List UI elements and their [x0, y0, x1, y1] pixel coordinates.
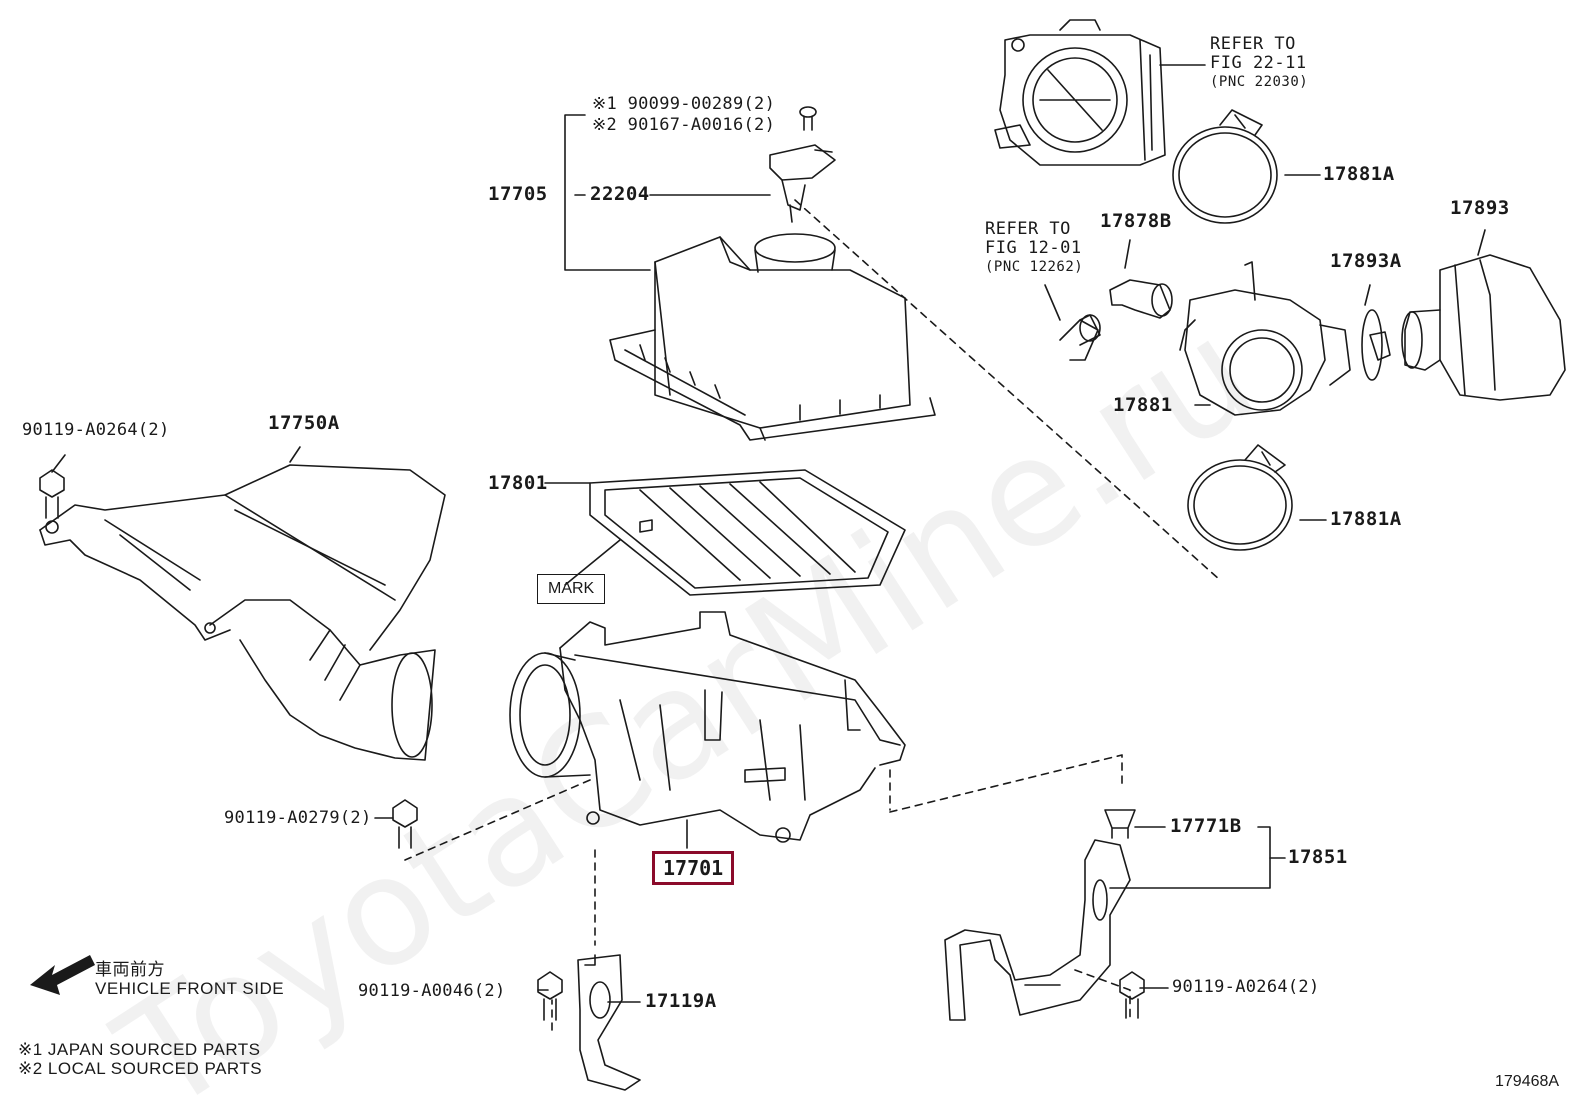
label-90119-A0264-left[interactable]: 90119-A0264(2): [22, 420, 170, 440]
label-17893[interactable]: 17893: [1450, 197, 1510, 219]
legend-line1: ※1 JAPAN SOURCED PARTS: [18, 1040, 261, 1059]
throttle-body: [994, 19, 1166, 166]
fitting-17878B: [1059, 279, 1173, 361]
legend-line2: ※2 LOCAL SOURCED PARTS: [18, 1059, 263, 1078]
refer-hose-line3: (PNC 12262): [985, 259, 1084, 275]
resonator-17893: [1401, 254, 1566, 401]
label-17881A-top[interactable]: 17881A: [1323, 163, 1395, 185]
label-90099-00289[interactable]: ※1 90099-00289(2): [592, 94, 776, 114]
clamp-17881A-top: [1172, 109, 1278, 224]
bracket-17119A: [577, 954, 641, 1091]
label-90119-A0279[interactable]: 90119-A0279(2): [224, 808, 372, 828]
refer-hose-line2: FIG 12-01: [985, 238, 1082, 258]
label-90119-A0264-right[interactable]: 90119-A0264(2): [1172, 977, 1320, 997]
direction-note: 車両前方 VEHICLE FRONT SIDE: [95, 960, 284, 998]
label-17881A-bottom[interactable]: 17881A: [1330, 508, 1402, 530]
clamp-17881A-bottom: [1187, 444, 1293, 551]
figure-id: 179468A: [1495, 1073, 1560, 1090]
lower-case-17701: [509, 611, 906, 843]
direction-en: VEHICLE FRONT SIDE: [95, 979, 285, 998]
label-22204[interactable]: 22204: [590, 183, 650, 205]
label-17119A[interactable]: 17119A: [645, 990, 717, 1012]
legend: ※1 JAPAN SOURCED PARTS ※2 LOCAL SOURCED …: [18, 1040, 262, 1078]
refer-hose-note: REFER TO FIG 12-01 (PNC 12262): [985, 220, 1083, 277]
refer-throttle-note: REFER TO FIG 22-11 (PNC 22030): [1210, 35, 1308, 92]
hose-17881: [1179, 261, 1351, 416]
label-90167-A0016[interactable]: ※2 90167-A0016(2): [592, 115, 776, 135]
bracket-17851: [944, 839, 1131, 1021]
direction-jp: 車両前方: [95, 960, 165, 979]
refer-throttle-line2: FIG 22-11: [1210, 53, 1307, 73]
label-17801[interactable]: 17801: [488, 472, 548, 494]
refer-hose-line1: REFER TO: [985, 219, 1071, 239]
label-17851[interactable]: 17851: [1288, 846, 1348, 868]
filter-17801: [589, 469, 906, 596]
label-90119-A0046[interactable]: 90119-A0046(2): [358, 981, 506, 1001]
label-17893A[interactable]: 17893A: [1330, 250, 1402, 272]
sensor-22204: [769, 106, 836, 223]
label-17881[interactable]: 17881: [1113, 394, 1173, 416]
mark-callout: MARK: [537, 574, 606, 604]
intake-duct-17750A: [39, 464, 446, 761]
label-17705[interactable]: 17705: [488, 183, 548, 205]
leader-lines: [51, 64, 1486, 1003]
dashed-lines: [404, 199, 1221, 1031]
label-17701-highlighted[interactable]: 17701: [652, 851, 735, 885]
label-17750A[interactable]: 17750A: [268, 412, 340, 434]
refer-throttle-line3: (PNC 22030): [1210, 74, 1309, 90]
label-17878B[interactable]: 17878B: [1100, 210, 1172, 232]
upper-case-17705: [609, 233, 936, 441]
vehicle-front-arrow: [30, 955, 95, 995]
refer-throttle-line1: REFER TO: [1210, 34, 1296, 54]
bolts: [39, 469, 1145, 1021]
clip-17893A: [1361, 309, 1391, 381]
label-17771B[interactable]: 17771B: [1170, 815, 1242, 837]
